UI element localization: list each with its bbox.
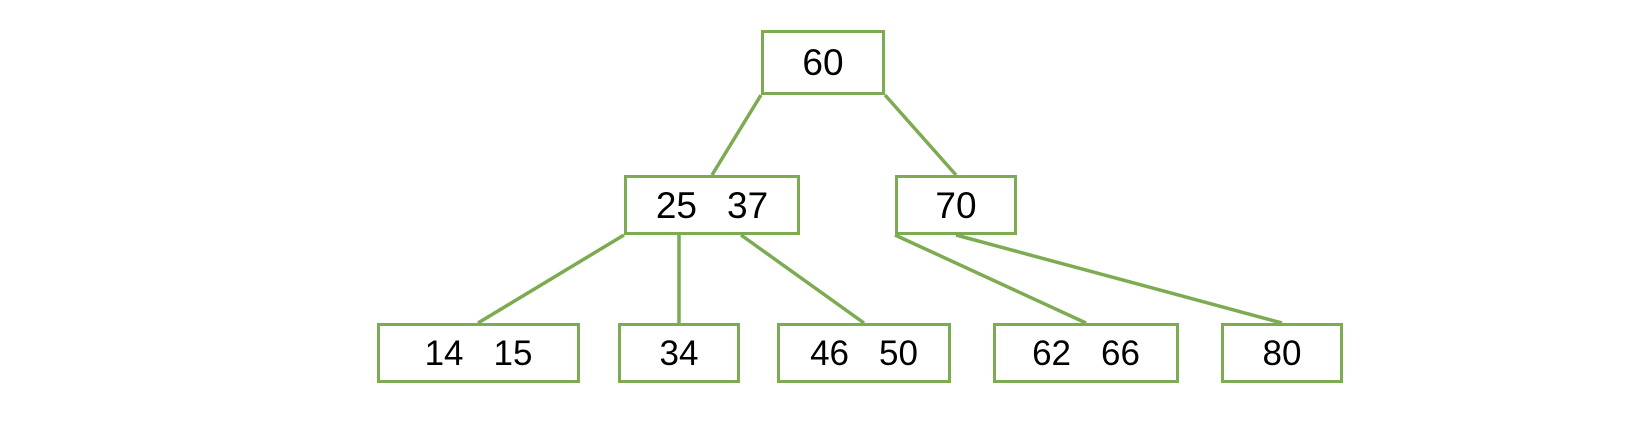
btree-node-leaf-4: 62 66 (993, 323, 1179, 383)
btree-key: 60 (802, 42, 844, 83)
btree-node-root: 60 (761, 30, 885, 95)
btree-node-internal-left: 25 37 (624, 175, 800, 235)
btree-key: 37 (727, 184, 769, 226)
btree-key: 62 (1032, 333, 1071, 373)
btree-node-leaf-2: 34 (618, 323, 740, 383)
btree-edge-root-to-internal-right (883, 93, 958, 177)
btree-edge-internal-left-to-leaf-3 (739, 233, 866, 325)
btree-edge-internal-left-to-leaf-1 (477, 233, 625, 325)
btree-key: 70 (935, 184, 977, 226)
btree-key: 80 (1262, 333, 1302, 373)
btree-edge-root-to-internal-left (710, 94, 763, 176)
btree-key: 15 (493, 333, 533, 373)
btree-node-leaf-1: 14 15 (377, 323, 580, 383)
btree-key: 66 (1101, 333, 1140, 373)
btree-edge-internal-right-to-leaf-5 (955, 233, 1283, 325)
btree-key: 50 (879, 333, 918, 373)
btree-key: 14 (424, 333, 464, 373)
btree-key: 25 (655, 184, 697, 226)
btree-node-internal-right: 70 (895, 175, 1017, 235)
btree-node-leaf-5: 80 (1221, 323, 1343, 383)
btree-key: 34 (659, 333, 699, 373)
btree-edge-internal-right-to-leaf-4 (894, 233, 1087, 325)
btree-key: 46 (810, 333, 849, 373)
btree-node-leaf-3: 46 50 (777, 323, 951, 383)
